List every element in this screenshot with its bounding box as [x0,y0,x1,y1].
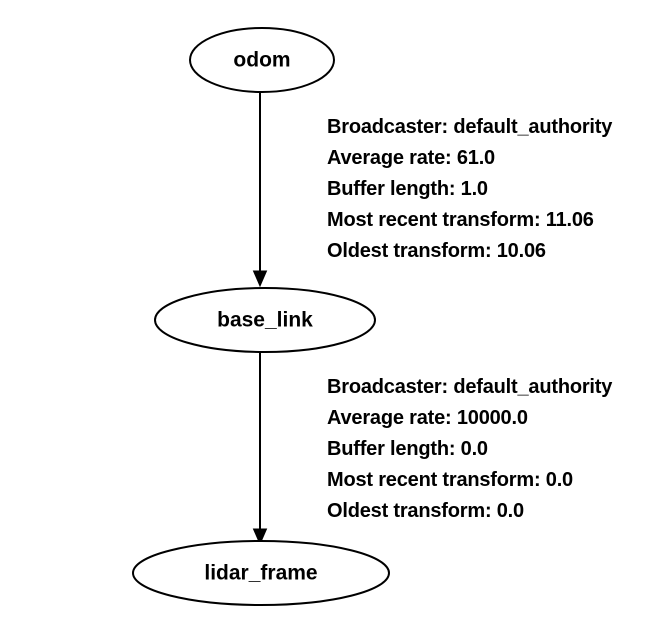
edge-info-most-recent-transform: Most recent transform: 11.06 [327,209,594,231]
edge-info-odom-to-base_link: Broadcaster: default_authority Average r… [327,112,612,267]
node-odom[interactable]: odom [189,27,335,93]
edge-info-average-rate: Average rate: 10000.0 [327,407,528,429]
node-base_link[interactable]: base_link [154,287,376,353]
arrowhead-icon-1 [252,528,268,546]
edge-info-oldest-transform: Oldest transform: 10.06 [327,240,546,262]
edge-info-base_link-to-lidar_frame: Broadcaster: default_authority Average r… [327,372,612,527]
edge-info-buffer-length: Buffer length: 0.0 [327,438,488,460]
arrowhead-icon-0 [252,270,268,288]
node-label-odom: odom [233,49,290,72]
edge-info-broadcaster: Broadcaster: default_authority [327,116,613,138]
edge-info-broadcaster: Broadcaster: default_authority [327,376,613,398]
node-label-lidar_frame: lidar_frame [204,562,317,585]
node-label-base_link: base_link [217,309,313,332]
node-shape-lidar_frame [132,540,390,606]
edge-odom-to-base_link [252,93,268,288]
edge-info-buffer-length: Buffer length: 1.0 [327,178,488,200]
edge-info-most-recent-transform: Most recent transform: 0.0 [327,469,573,491]
node-shape-base_link [154,287,376,353]
node-shape-odom [189,27,335,93]
edge-info-oldest-transform: Oldest transform: 0.0 [327,500,524,522]
edge-info-average-rate: Average rate: 61.0 [327,147,495,169]
node-lidar_frame[interactable]: lidar_frame [132,540,390,606]
edge-base_link-to-lidar_frame [252,352,268,546]
